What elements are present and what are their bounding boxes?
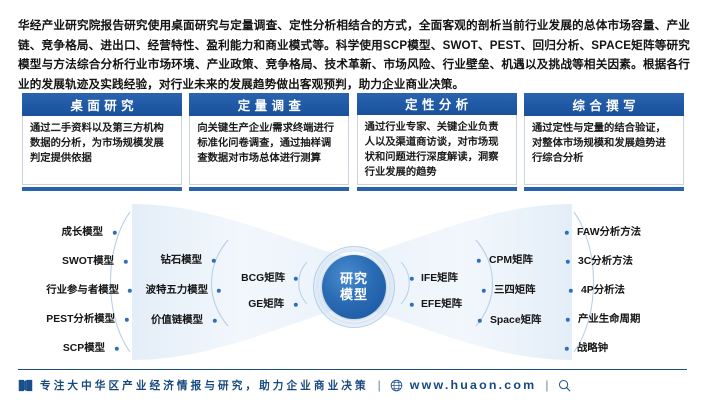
method-card-quantitative-survey: 定量调查 向关键生产企业/需求终端进行标准化问卷调查，通过抽样调查数据对市场总体… — [189, 93, 350, 191]
card-title: 综合撰写 — [523, 93, 684, 116]
diagram-node-dot — [564, 346, 570, 352]
diagram-node-dot — [409, 302, 415, 308]
diagram-node-dot — [293, 302, 299, 308]
diagram-node-label: GE矩阵 — [248, 298, 284, 310]
diagram-node-label: 4P分析法 — [581, 284, 625, 296]
footer-separator-1: | — [377, 378, 381, 392]
card-accent-bar — [189, 187, 350, 191]
diagram-node-label: IFE矩阵 — [421, 272, 458, 284]
diagram-node-dot — [409, 276, 415, 282]
diagram-node-dot — [127, 288, 133, 294]
diagram-node-dot — [124, 317, 130, 323]
method-card-qualitative-analysis: 定性分析 通过行业专家、关键企业负责人以及渠道商访谈，对市场现状和问题进行深度解… — [356, 93, 517, 191]
method-card-desk-research: 桌面研究 通过二手资料以及第三方机构数据的分析，为市场规模发展判定提供依据 — [22, 93, 182, 191]
card-body-text: 通过行业专家、关键企业负责人以及渠道商访谈，对市场现状和问题进行深度解读，洞察行… — [356, 115, 517, 186]
card-body-text: 向关键生产企业/需求终端进行标准化问卷调查，通过抽样调查数据对市场总体进行测算 — [189, 116, 350, 185]
diagram-node-label: CPM矩阵 — [489, 254, 533, 266]
footer-bar: 专注大中华区产业经济情报与研究，助力企业商业决策 | www.huaon.com… — [18, 372, 687, 398]
diagram-node-label: BCG矩阵 — [241, 272, 285, 284]
diagram-node-label: FAW分析方法 — [577, 226, 642, 238]
card-accent-bar — [22, 187, 182, 191]
diagram-node-dot — [476, 258, 482, 264]
diagram-node-label: 钻石模型 — [160, 254, 202, 266]
diagram-node-dot — [565, 317, 571, 323]
diagram-node-dot — [114, 346, 120, 352]
diagram-node-dot — [564, 230, 570, 236]
card-title: 桌面研究 — [22, 93, 182, 116]
arc-left-inner — [298, 261, 308, 305]
diagram-node-label: PEST分析模型 — [46, 313, 115, 325]
center-label-line1: 研究 — [339, 271, 368, 287]
diagram-node-dot — [481, 288, 487, 294]
diagram-node-dot — [565, 259, 571, 265]
diagram-node-label: 成长模型 — [61, 226, 103, 238]
card-body-text: 通过定性与定量的结合验证，对整体市场规模和发展趋势进行综合分析 — [523, 116, 684, 185]
center-label-line2: 模型 — [339, 287, 368, 302]
card-title: 定性分析 — [356, 93, 517, 116]
diagram-node-label: 行业参与者模型 — [46, 284, 119, 296]
diagram-node-dot — [293, 276, 299, 282]
diagram-node-dot — [216, 288, 222, 294]
arc-right-inner — [400, 261, 410, 305]
card-accent-bar — [523, 187, 684, 191]
diagram-node-label: 三四矩阵 — [494, 284, 536, 296]
footer-website-url[interactable]: www.huaon.com — [409, 378, 537, 392]
card-body-text: 通过二手资料以及第三方机构数据的分析，为市场规模发展判定提供依据 — [22, 116, 182, 185]
diagram-node-label: 战略钟 — [577, 342, 609, 354]
diagram-node-dot — [123, 259, 129, 265]
footer-slogan: 专注大中华区产业经济情报与研究，助力企业商业决策 — [40, 379, 369, 392]
method-card-comprehensive-writing: 综合撰写 通过定性与定量的结合验证，对整体市场规模和发展趋势进行综合分析 — [523, 93, 684, 191]
arc-left-outer — [110, 211, 131, 353]
diagram-node-label: 产业生命周期 — [578, 313, 641, 325]
diagram-node-label: SWOT模型 — [62, 255, 114, 267]
intro-paragraph: 华经产业研究院报告研究使用桌面研究与定量调查、定性分析相结合的方式，全面客观的剖… — [18, 18, 690, 92]
diagram-node-dot — [477, 318, 483, 324]
diagram-node-dot — [211, 258, 217, 264]
footer-divider — [18, 369, 687, 370]
diagram-node-label: 波特五力模型 — [145, 284, 208, 296]
footer-separator-2: | — [545, 378, 549, 392]
search-icon[interactable] — [558, 379, 571, 392]
diagram-node-label: SCP模型 — [62, 342, 105, 354]
arc-right-outer — [573, 211, 594, 353]
card-title: 定量调查 — [189, 93, 350, 116]
diagram-node-dot — [212, 318, 218, 324]
diagram-node-label: 3C分析方法 — [578, 255, 633, 267]
arc-left-mid — [211, 239, 229, 327]
diagram-node-label: EFE矩阵 — [421, 298, 462, 310]
diagram-node-dot — [568, 288, 574, 294]
method-cards-row: 桌面研究 通过二手资料以及第三方机构数据的分析，为市场规模发展判定提供依据 定量… — [22, 93, 684, 191]
diagram-node-dot — [112, 230, 118, 236]
book-mark-icon — [18, 379, 33, 391]
globe-icon — [390, 379, 403, 391]
diagram-node-label: Space矩阵 — [490, 314, 542, 326]
diagram-node-label: 价值链模型 — [151, 314, 203, 326]
center-hub-research-model: 研究 模型 — [322, 255, 386, 319]
arc-right-mid — [475, 239, 493, 327]
card-accent-bar — [356, 187, 517, 191]
